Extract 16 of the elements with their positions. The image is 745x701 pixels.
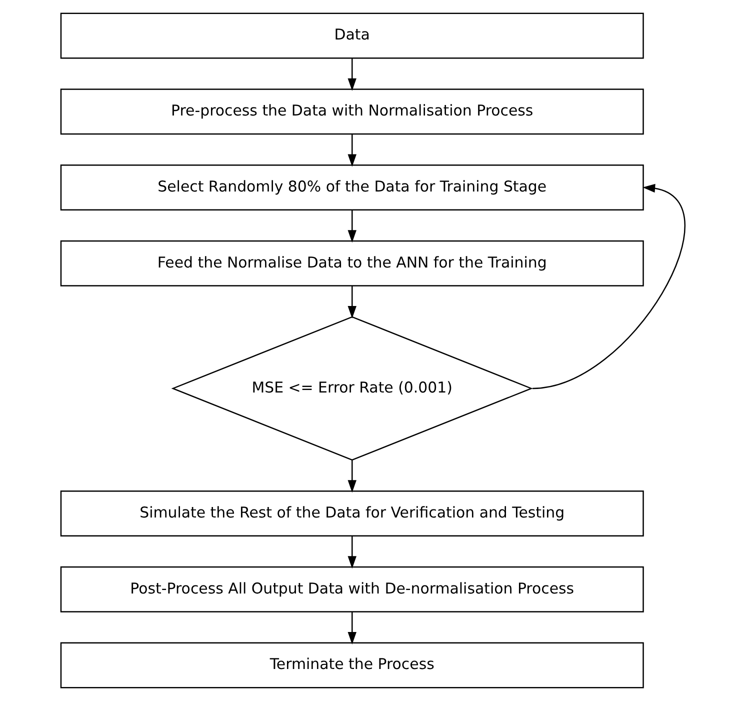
node-box: Pre-process the Data with Normalisation Process [60, 88, 644, 135]
node-box: Terminate the Process [60, 642, 644, 688]
node-box: Select Randomly 80% of the Data for Training Stage [60, 164, 644, 211]
arrow [347, 460, 356, 493]
arrow [347, 134, 356, 167]
arrow [347, 612, 356, 644]
node-box: Post-Process All Output Data with De-normalisation Process [60, 566, 644, 612]
node-diamond: MSE <= Error Rate (0.001) [170, 316, 532, 461]
arrow [347, 58, 356, 91]
node-box: Data [60, 12, 644, 59]
arrow [347, 210, 356, 243]
arrow [347, 536, 356, 569]
arrow [347, 286, 356, 318]
node-box: Feed the Normalise Data to the ANN for the Training [60, 240, 644, 286]
node-box: Simulate the Rest of the Data for Verification and Testing [60, 490, 644, 536]
arrow [532, 184, 686, 390]
